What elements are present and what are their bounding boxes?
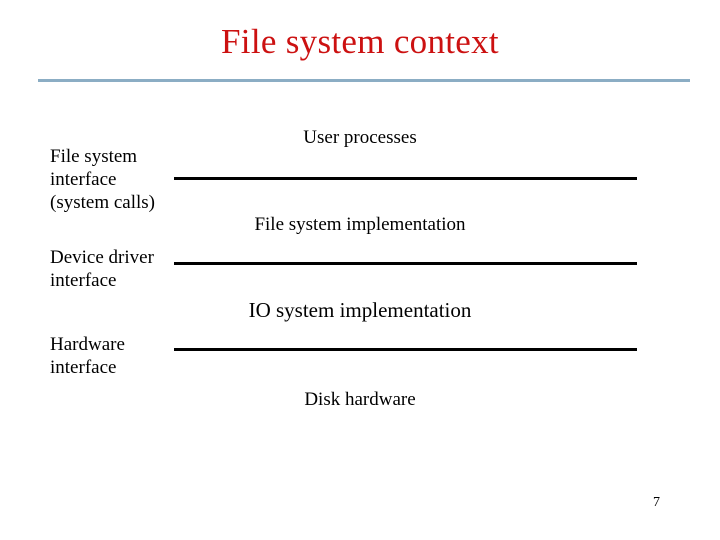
- interface-label-line: interface: [50, 357, 117, 378]
- interface-label-device-driver: Device driver interface: [50, 246, 154, 292]
- page-number: 7: [653, 495, 660, 510]
- page-title: File system context: [221, 22, 499, 61]
- interface-label-line: Hardware: [50, 334, 125, 355]
- interface-rule-device-driver: [174, 262, 637, 265]
- interface-label-hardware: Hardware interface: [50, 333, 125, 379]
- band-label-file-system-implementation: File system implementation: [254, 214, 466, 235]
- interface-label-line: interface: [50, 169, 117, 190]
- interface-label-line: File system: [50, 146, 138, 167]
- title-divider: [38, 79, 690, 82]
- interface-label-file-system: File system interface (system calls): [50, 145, 155, 214]
- band-label-user-processes: User processes: [303, 127, 417, 148]
- interface-label-line: interface: [50, 270, 117, 291]
- interface-label-line: (system calls): [50, 192, 156, 213]
- interface-label-line: Device driver: [50, 247, 154, 268]
- interface-rule-hardware: [174, 348, 637, 351]
- band-label-io-system-implementation: IO system implementation: [248, 298, 472, 322]
- band-label-disk-hardware: Disk hardware: [304, 389, 416, 410]
- interface-rule-file-system: [174, 177, 637, 180]
